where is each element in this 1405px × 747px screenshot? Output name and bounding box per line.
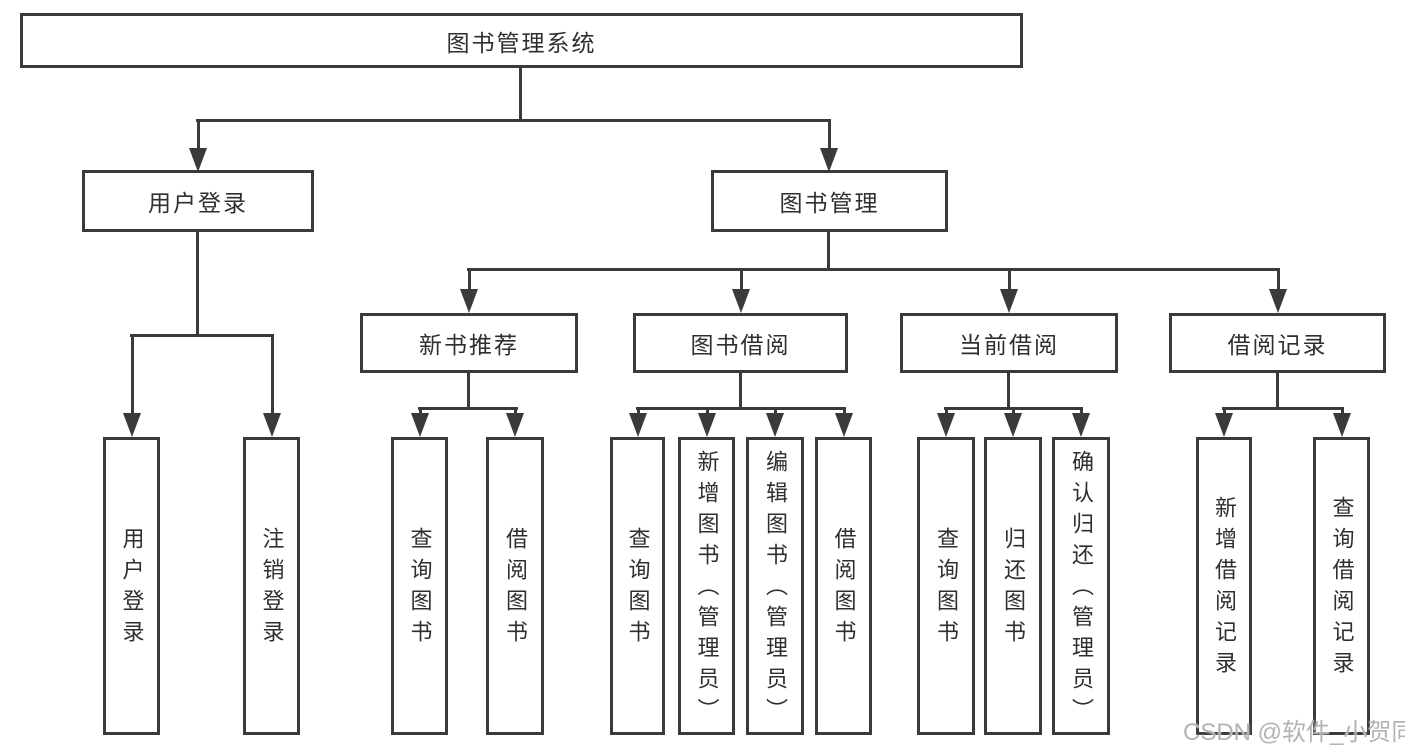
arrow-down-icon	[1072, 407, 1090, 437]
connector-root-stem	[519, 66, 522, 121]
arrow-down-icon	[411, 407, 429, 437]
node-new-book-recommend: 新书推荐	[360, 313, 578, 373]
node-leaf-bb-query-books: 查询图书	[610, 437, 665, 735]
node-leaf-logout: 注销登录	[243, 437, 300, 735]
node-book-borrowing: 图书借阅	[633, 313, 848, 373]
arrow-down-icon	[1215, 407, 1233, 437]
arrow-down-icon	[1333, 407, 1351, 437]
arrow-down-icon	[460, 268, 478, 313]
node-current-borrowing: 当前借阅	[900, 313, 1118, 373]
node-book-management: 图书管理	[711, 170, 948, 232]
arrow-down-icon	[937, 407, 955, 437]
connector-bb-stem	[739, 371, 742, 409]
node-leaf-cb-confirm-return-admin: 确认归还（管理员）	[1052, 437, 1110, 735]
connector-br-stem	[1276, 371, 1279, 409]
arrow-down-icon	[698, 407, 716, 437]
connector-br-hline	[1222, 407, 1343, 410]
connector-userlogin-stem	[196, 230, 199, 336]
node-library-management-system: 图书管理系统	[20, 13, 1023, 68]
arrow-down-icon	[820, 119, 838, 172]
connector-level3-hline	[467, 268, 1280, 271]
connector-userlogin-hline	[130, 334, 273, 337]
node-leaf-bb-borrow-books: 借阅图书	[815, 437, 872, 735]
arrow-down-icon	[835, 407, 853, 437]
arrow-down-icon	[1004, 407, 1022, 437]
connector-bookmgmt-stem	[827, 230, 830, 271]
node-leaf-br-add-record: 新增借阅记录	[1196, 437, 1252, 735]
connector-nbr-stem	[467, 371, 470, 409]
connector-level2-hline	[196, 119, 831, 122]
arrow-down-icon	[1269, 268, 1287, 313]
connector-cb-stem	[1007, 371, 1010, 409]
node-leaf-nbr-borrow-books: 借阅图书	[486, 437, 544, 735]
connector-nbr-hline	[418, 407, 518, 410]
arrow-down-icon	[766, 407, 784, 437]
node-leaf-bb-edit-books-admin: 编辑图书（管理员）	[746, 437, 804, 735]
node-leaf-cb-query-books: 查询图书	[917, 437, 975, 735]
csdn-watermark: CSDN @软件_小贺同学	[1183, 719, 1405, 746]
arrow-down-icon	[189, 119, 207, 172]
arrow-down-icon	[1000, 268, 1018, 313]
arrow-down-icon	[506, 407, 524, 437]
node-leaf-bb-add-books-admin: 新增图书（管理员）	[678, 437, 735, 735]
arrow-down-icon	[732, 268, 750, 313]
node-leaf-nbr-query-books: 查询图书	[391, 437, 448, 735]
node-borrowing-records: 借阅记录	[1169, 313, 1386, 373]
node-leaf-user-login: 用户登录	[103, 437, 160, 735]
arrow-down-icon	[263, 334, 281, 437]
arrow-down-icon	[123, 334, 141, 437]
node-leaf-cb-return-books: 归还图书	[984, 437, 1042, 735]
connector-bb-hline	[636, 407, 845, 410]
node-user-login: 用户登录	[82, 170, 314, 232]
arrow-down-icon	[629, 407, 647, 437]
node-leaf-br-query-record: 查询借阅记录	[1313, 437, 1370, 735]
